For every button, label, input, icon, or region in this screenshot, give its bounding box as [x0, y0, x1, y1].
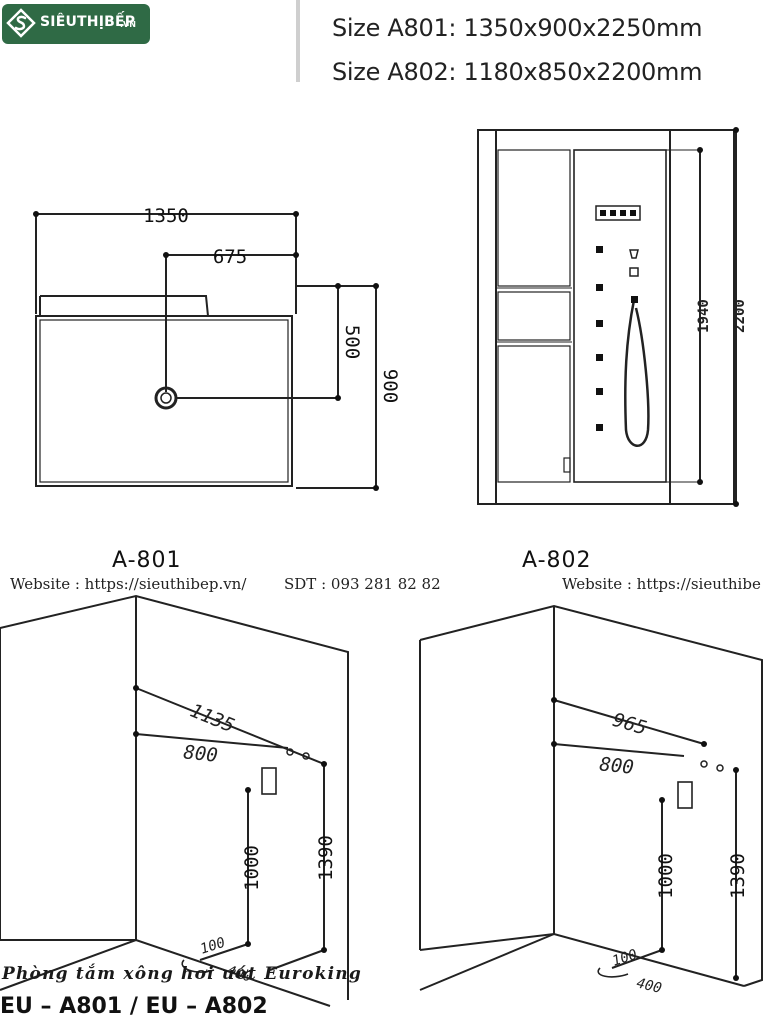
a801-dim-800: 800	[182, 741, 218, 766]
a802-isometric	[419, 604, 763, 991]
front-elevation	[477, 129, 737, 505]
logo-brand-suffix: .VN	[120, 20, 136, 29]
front-total-height-dim: 2200	[732, 299, 748, 333]
a802-dim-800: 800	[598, 753, 634, 778]
a802-dim-100: 100	[610, 947, 639, 970]
a802-dim-1390: 1390	[727, 853, 749, 899]
a801-dim-400: 400	[225, 963, 254, 986]
brand-logo: SIÊUTHỊBẾP .VN	[2, 4, 150, 44]
product-title: Phòng tắm xông hơi ướt Euroking	[2, 964, 362, 984]
a802-dim-1000: 1000	[655, 853, 677, 899]
a801-isometric	[0, 594, 349, 1007]
plan-view	[35, 213, 377, 489]
website-link-1[interactable]: Website : https://sieuthibep.vn/	[10, 575, 247, 593]
plan-half-width-dim: 675	[213, 246, 247, 268]
size-a802-text: Size A802: 1180x850x2200mm	[332, 58, 703, 86]
a801-dim-1390: 1390	[315, 835, 337, 881]
product-model-codes: EU – A801 / EU – A802	[0, 994, 268, 1019]
header-divider	[296, 0, 300, 82]
plan-width-dim: 1350	[143, 205, 189, 227]
model-label-a801: A-801	[112, 548, 182, 573]
size-a801-text: Size A801: 1350x900x2250mm	[332, 14, 703, 42]
a801-dim-1000: 1000	[241, 845, 263, 891]
plan-drain-offset-dim: 500	[341, 325, 363, 359]
phone-number: SDT : 093 281 82 82	[284, 575, 441, 593]
plan-depth-dim: 900	[379, 369, 401, 403]
model-label-a802: A-802	[522, 548, 592, 573]
logo-mark-icon	[6, 8, 36, 38]
a801-dim-1135: 1135	[187, 700, 238, 738]
a802-dim-965: 965	[610, 709, 649, 740]
a802-dim-400: 400	[635, 975, 663, 997]
a801-dim-100: 100	[198, 935, 227, 958]
website-link-2[interactable]: Website : https://sieuthibe	[562, 575, 761, 593]
logo-brand-text: SIÊUTHỊBẾP	[40, 14, 136, 30]
front-panel-height-dim: 1940	[696, 299, 712, 333]
